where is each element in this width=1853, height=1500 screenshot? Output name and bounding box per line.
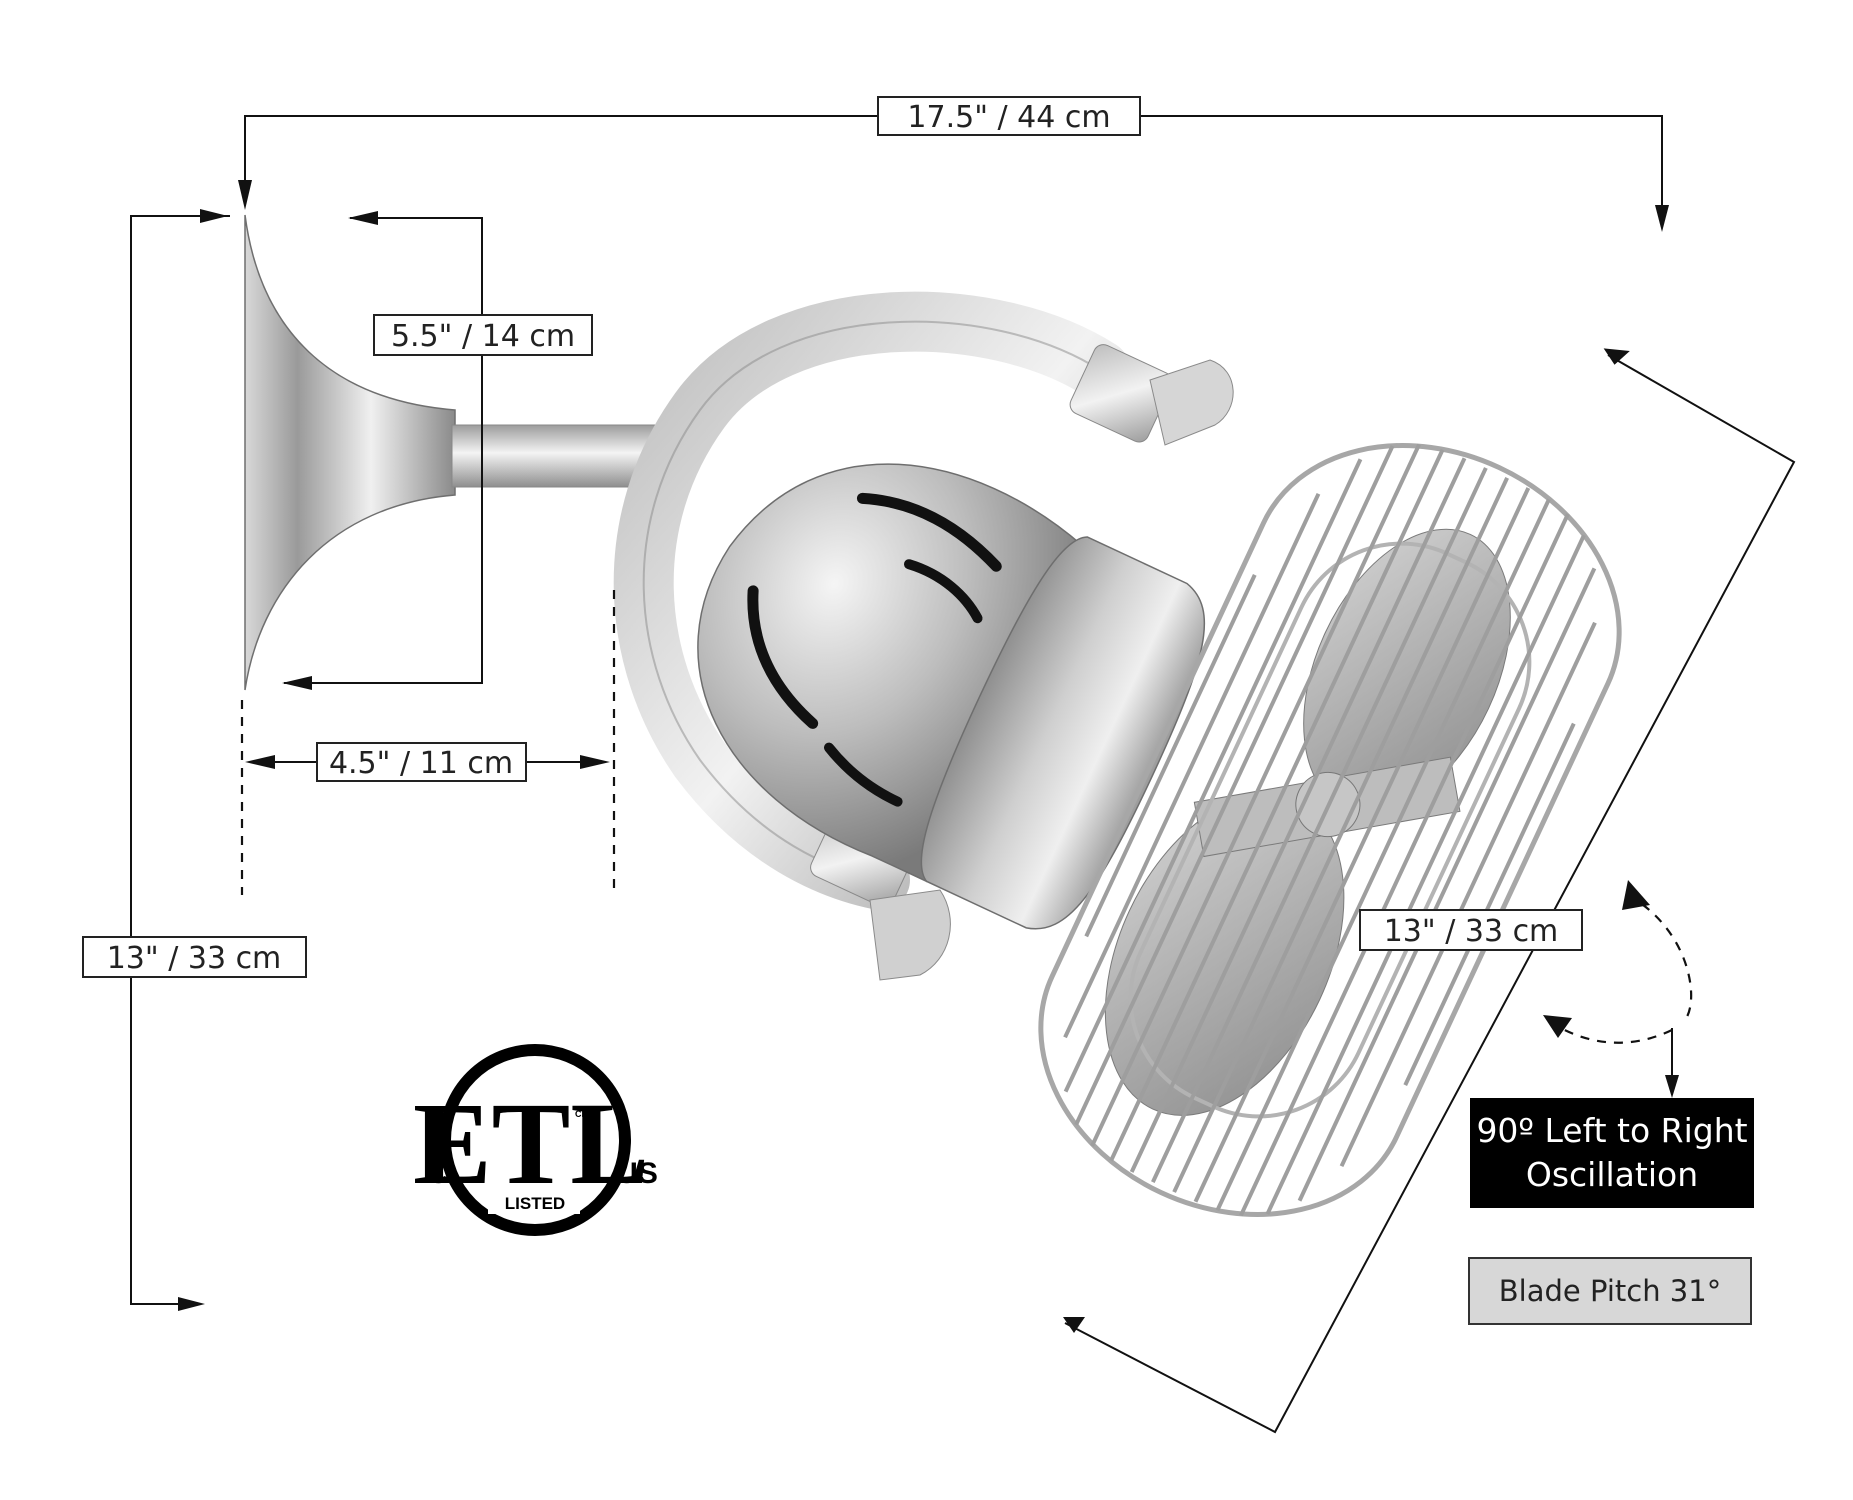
- cage-wire: [1063, 458, 1363, 1093]
- cage-wire: [1265, 534, 1586, 1215]
- label-overall-height: 13" / 33 cm: [82, 936, 307, 978]
- cage-wire: [1129, 457, 1467, 1173]
- label-blade-pitch: Blade Pitch 31°: [1468, 1257, 1752, 1325]
- cage-wire: [1215, 498, 1551, 1212]
- etl-us-text: US: [616, 1157, 658, 1190]
- etl-listed-logo: ETL LISTED CM C US: [413, 1044, 658, 1236]
- cage-wire: [1074, 445, 1395, 1126]
- yoke-pivot-top: [1069, 344, 1234, 446]
- extension-text: 4.5" / 11 cm: [329, 746, 513, 781]
- etl-c-text: C: [427, 1157, 449, 1190]
- vent-slot: [747, 585, 819, 729]
- label-canopy-height: 5.5" / 14 cm: [373, 314, 593, 356]
- oscillation-arc: [1627, 894, 1693, 1021]
- cage-inner-ring: [1128, 541, 1532, 1119]
- etl-mark-text: ETL: [413, 1078, 649, 1209]
- cage-wire: [1339, 621, 1597, 1168]
- vent-slot: [903, 559, 983, 624]
- cage-wire: [1063, 492, 1321, 1039]
- cage-wire: [1403, 722, 1576, 1086]
- cage-wire: [1084, 574, 1257, 938]
- etl-listed-text: LISTED: [505, 1194, 565, 1213]
- wall-canopy: [244, 214, 456, 691]
- oscillation-line1: 90º Left to Right: [1476, 1111, 1747, 1150]
- vent-slot: [856, 492, 1002, 572]
- cage-wire: [1239, 513, 1570, 1217]
- label-cage-diameter: 13" / 33 cm: [1359, 909, 1583, 951]
- dimension-lines: [130, 115, 1796, 1434]
- overall-width-text: 17.5" / 44 cm: [907, 100, 1110, 135]
- oscillation-arc-bottom: [1554, 1024, 1673, 1044]
- cage-wire: [1172, 477, 1509, 1193]
- label-extension: 4.5" / 11 cm: [316, 742, 527, 782]
- label-oscillation: 90º Left to Right Oscillation: [1470, 1098, 1754, 1208]
- cage-wire: [1151, 467, 1488, 1183]
- overall-height-text: 13" / 33 cm: [107, 941, 282, 976]
- cage-wire: [1297, 567, 1597, 1202]
- cage-wire: [1109, 448, 1445, 1162]
- blade-pitch-text: Blade Pitch 31°: [1499, 1274, 1721, 1308]
- etl-cm-text: CM: [575, 1109, 589, 1119]
- canopy-height-text: 5.5" / 14 cm: [391, 319, 575, 354]
- oscillation-line2: Oscillation: [1526, 1155, 1698, 1194]
- fan-cage: [1038, 443, 1622, 1217]
- motor-housing: [697, 463, 1205, 930]
- cage-diameter-text: 13" / 33 cm: [1384, 914, 1559, 949]
- vent-slot: [823, 742, 903, 807]
- cage-wire: [1090, 443, 1421, 1147]
- label-overall-width: 17.5" / 44 cm: [877, 96, 1141, 136]
- cage-wire: [1193, 487, 1531, 1203]
- fan-illustration: [244, 214, 1622, 1217]
